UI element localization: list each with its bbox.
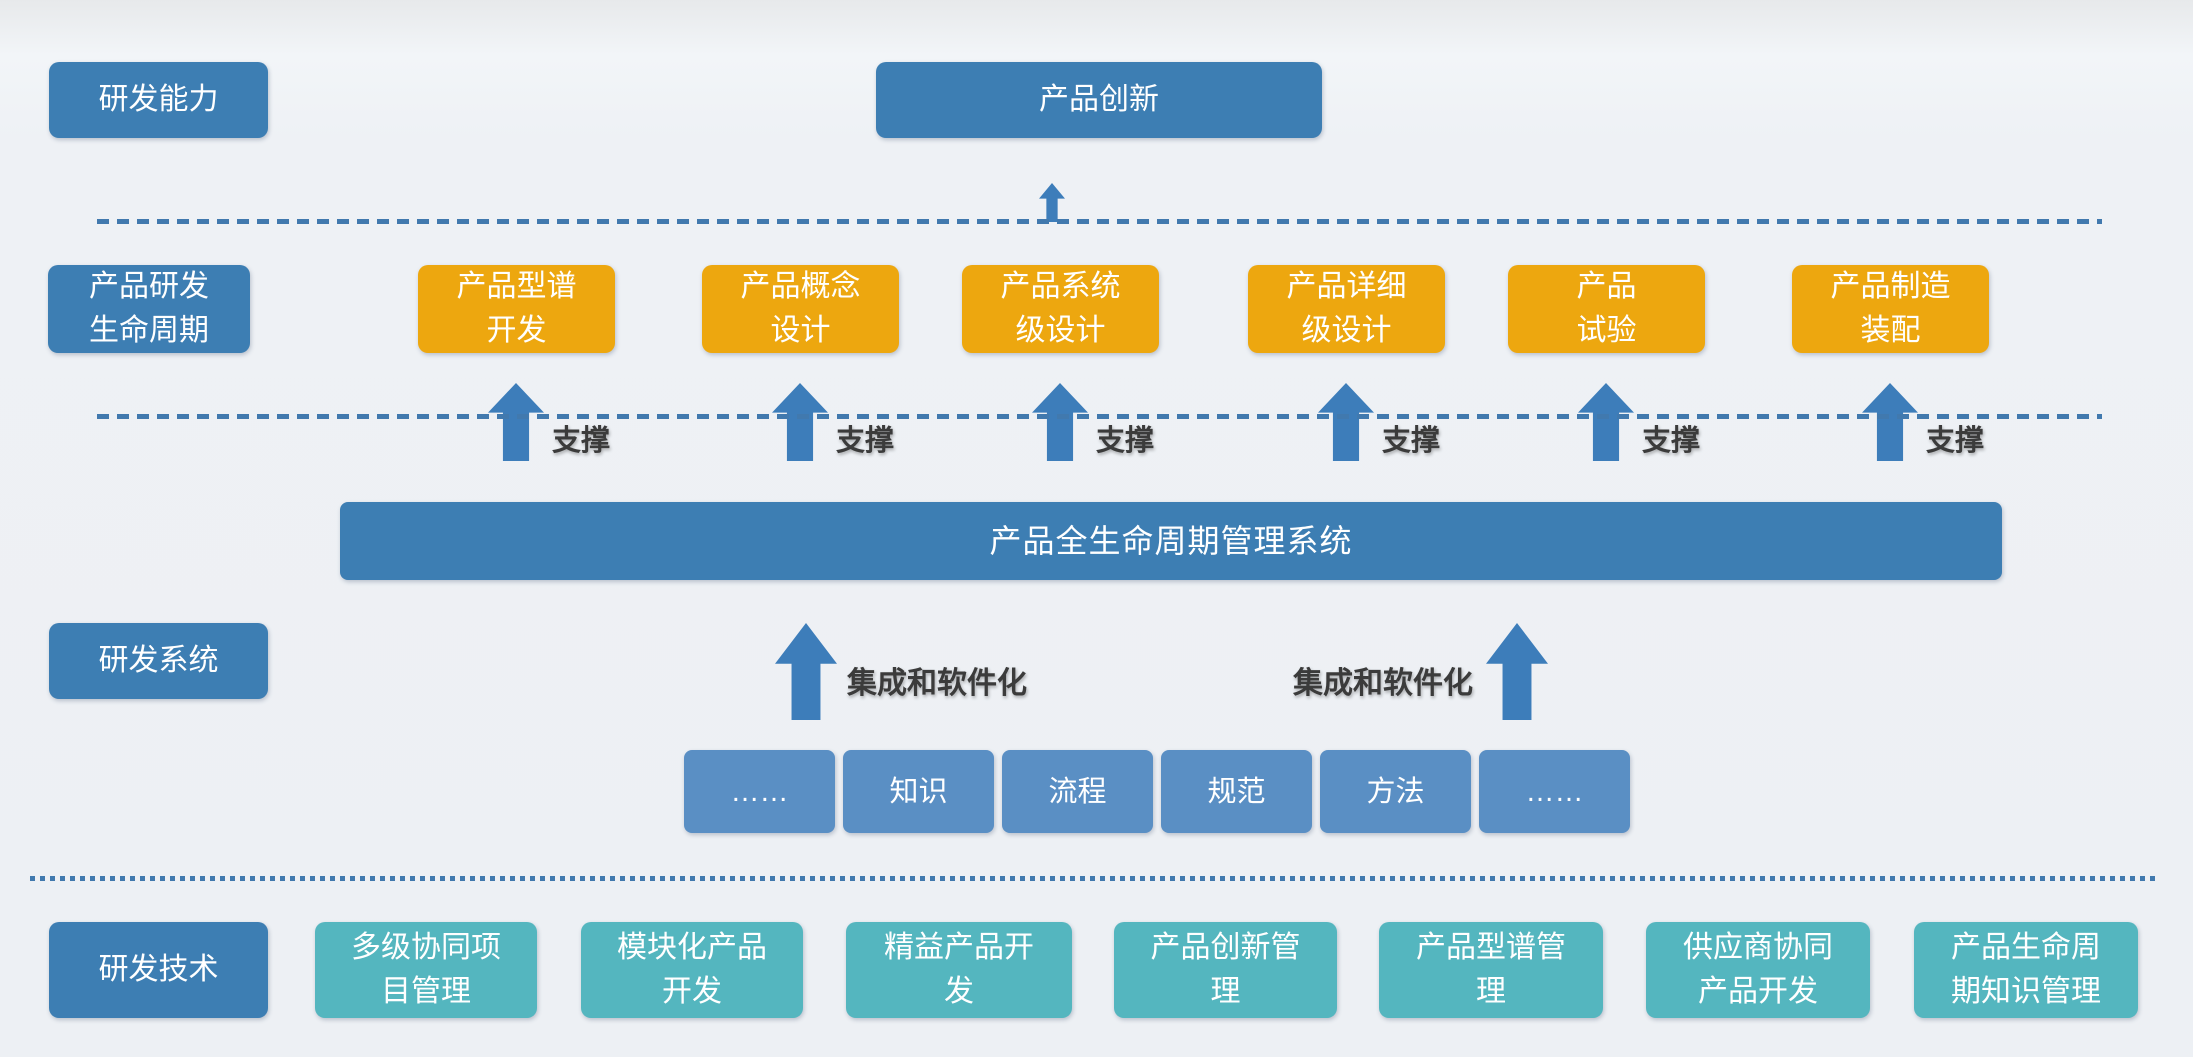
technology-box: 产品创新管 理 — [1114, 922, 1337, 1018]
technology-label-box: 研发技术 — [49, 922, 268, 1018]
support-arrow-icon — [1862, 383, 1918, 461]
system-element-box: …… — [684, 750, 835, 833]
integration-label: 集成和软件化 — [847, 667, 1027, 700]
stage-box: 产品系统 级设计 — [962, 265, 1159, 353]
support-label: 支撑 — [836, 425, 895, 457]
technology-box: 产品生命周 期知识管理 — [1914, 922, 2138, 1018]
integration-label: 集成和软件化 — [1293, 667, 1473, 700]
arrow-up-icon — [1039, 183, 1065, 222]
support-arrow-icon — [1318, 383, 1374, 461]
system-element-box: 流程 — [1002, 750, 1153, 833]
product-innovation-box: 产品创新 — [876, 62, 1322, 138]
support-arrow-icon — [1032, 383, 1088, 461]
stage-box: 产品型谱 开发 — [418, 265, 615, 353]
technology-box: 产品型谱管 理 — [1379, 922, 1603, 1018]
capability-label-box: 研发能力 — [49, 62, 268, 138]
integration-arrow-icon — [775, 623, 837, 720]
system-element-box: …… — [1479, 750, 1630, 833]
support-arrow-icon — [488, 383, 544, 461]
technology-box: 多级协同项 目管理 — [315, 922, 537, 1018]
stage-box: 产品 试验 — [1508, 265, 1705, 353]
technology-box: 供应商协同 产品开发 — [1646, 922, 1870, 1018]
support-label: 支撑 — [552, 425, 611, 457]
system-element-box: 方法 — [1320, 750, 1471, 833]
support-arrow-icon — [1578, 383, 1634, 461]
dashed-divider-top — [97, 219, 2102, 224]
dotted-divider-bottom — [30, 876, 2155, 881]
system-element-box: 规范 — [1161, 750, 1312, 833]
stage-box: 产品概念 设计 — [702, 265, 899, 353]
technology-box: 精益产品开 发 — [846, 922, 1072, 1018]
plm-system-bar: 产品全生命周期管理系统 — [340, 502, 2002, 580]
support-label: 支撑 — [1382, 425, 1441, 457]
system-label-box: 研发系统 — [49, 623, 268, 699]
support-arrow-icon — [772, 383, 828, 461]
system-element-box: 知识 — [843, 750, 994, 833]
support-label: 支撑 — [1096, 425, 1155, 457]
lifecycle-label-box: 产品研发 生命周期 — [48, 265, 250, 353]
stage-box: 产品制造 装配 — [1792, 265, 1989, 353]
technology-box: 模块化产品 开发 — [581, 922, 803, 1018]
stage-box: 产品详细 级设计 — [1248, 265, 1445, 353]
dashed-divider-middle — [97, 414, 2102, 419]
integration-arrow-icon — [1486, 623, 1548, 720]
support-label: 支撑 — [1926, 425, 1985, 457]
support-label: 支撑 — [1642, 425, 1701, 457]
